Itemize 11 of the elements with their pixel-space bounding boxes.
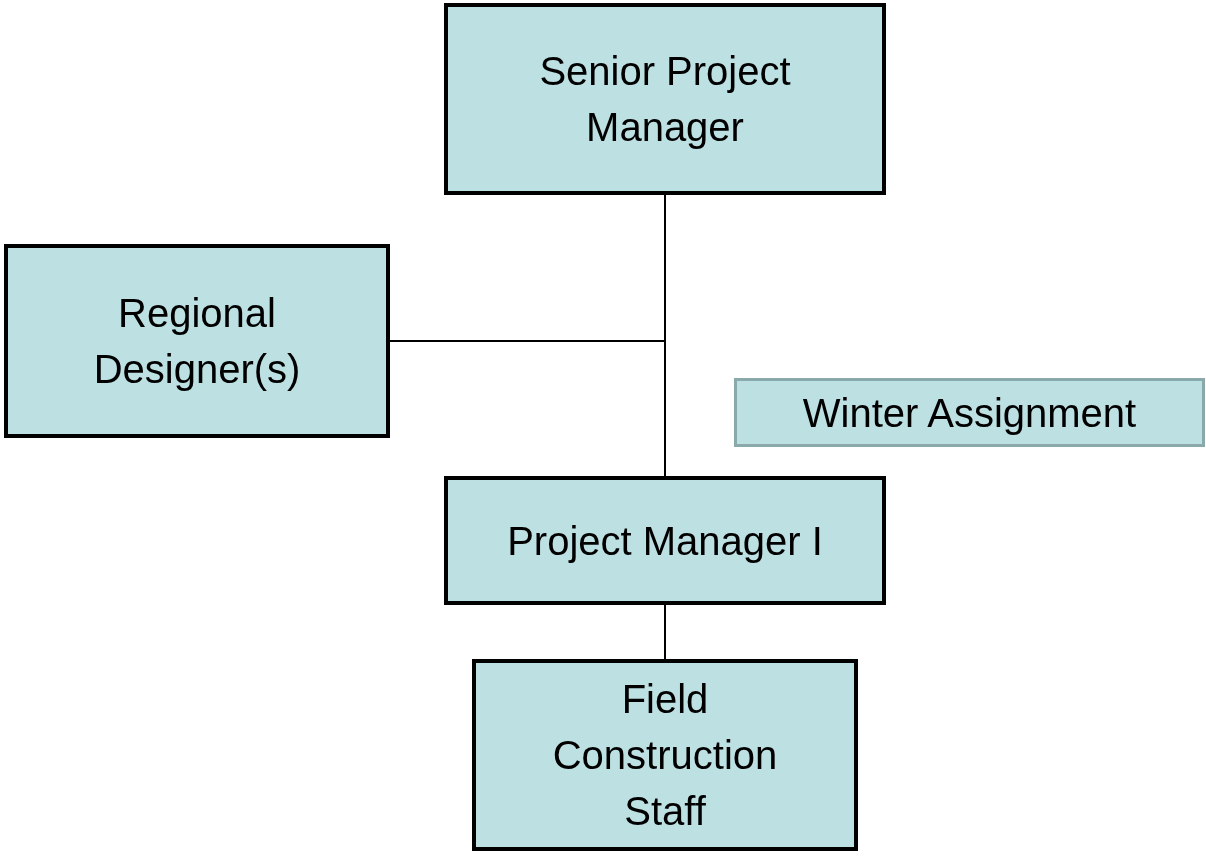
org-box [444, 3, 886, 195]
connector-line [664, 604, 666, 660]
role-title: Senior Project Manager [538, 48, 792, 151]
role-title: Winter Assignment [802, 389, 1137, 437]
org-box [734, 378, 1205, 447]
role-title: Field Construction Staff [551, 676, 779, 835]
role-title: Project Manager I [507, 517, 823, 565]
role-title: Regional Designer(s) [92, 290, 302, 393]
org-box [444, 476, 886, 605]
org-box [472, 659, 858, 851]
org-box [4, 244, 390, 438]
